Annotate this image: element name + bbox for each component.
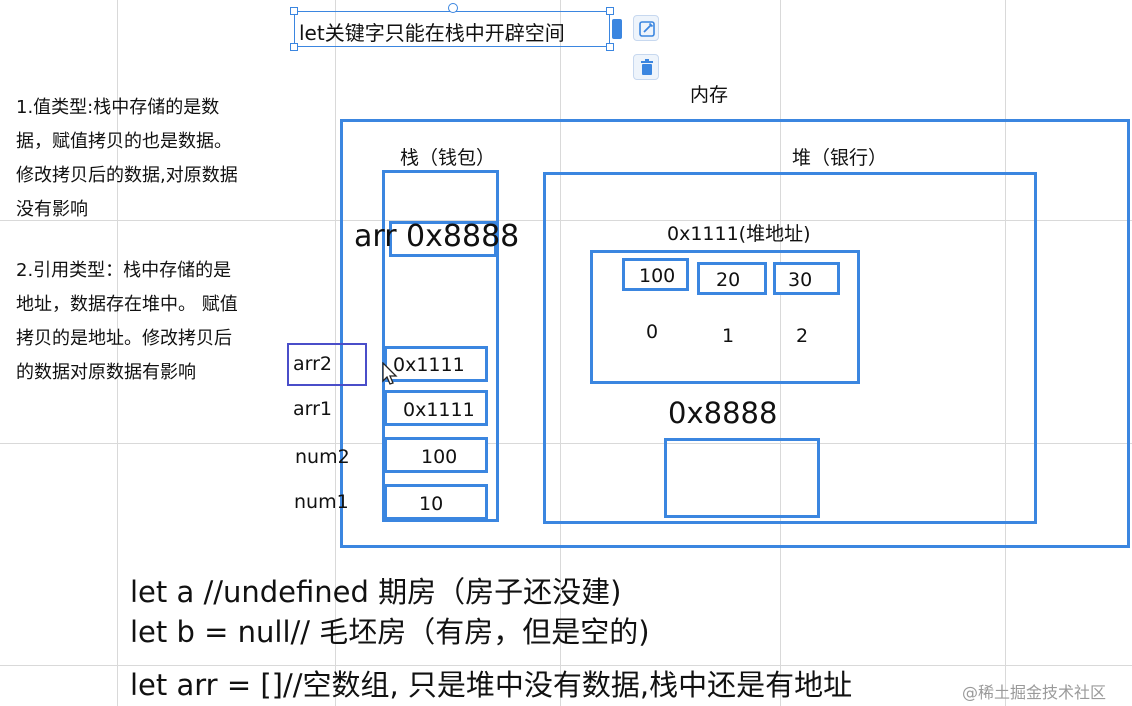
heap-array-cell: 30 bbox=[773, 262, 840, 295]
heap-array-cell: 100 bbox=[622, 258, 689, 291]
title-text: let关键字只能在栈中开辟空间 bbox=[299, 21, 565, 45]
code-line: let a //undefined 期房（房子还没建) bbox=[130, 575, 622, 609]
resize-handle-tr[interactable] bbox=[606, 7, 614, 15]
memory-label: 内存 bbox=[690, 84, 729, 106]
stack-row-cell: 0x1111 bbox=[384, 346, 488, 382]
resize-handle-tl[interactable] bbox=[290, 7, 298, 15]
rotate-handle[interactable] bbox=[448, 3, 458, 13]
watermark: @稀土掘金技术社区 bbox=[962, 683, 1107, 702]
code-line: let b = null// 毛坯房（有房，但是空的) bbox=[130, 615, 650, 649]
stack-column bbox=[382, 170, 499, 522]
heap-empty-object-box bbox=[664, 438, 820, 518]
stack-arr-cell bbox=[389, 221, 497, 257]
value-type-note: 1.值类型:栈中存储的是数 据，赋值拷贝的也是数据。 修改拷贝后的数据,对原数据… bbox=[16, 97, 238, 220]
resize-handle-bl[interactable] bbox=[290, 43, 298, 51]
trash-icon[interactable] bbox=[633, 54, 659, 80]
heap-array-index: 1 bbox=[722, 325, 735, 347]
edit-icon[interactable] bbox=[633, 15, 659, 41]
code-line: let arr = []//空数组, 只是堆中没有数据,栈中还是有地址 bbox=[130, 668, 853, 702]
heap-label: 堆（银行） bbox=[792, 147, 888, 169]
heap-second-address: 0x8888 bbox=[668, 396, 778, 430]
arr2-selection-box bbox=[287, 343, 367, 386]
heap-array-address: 0x1111(堆地址) bbox=[667, 223, 811, 245]
title-text-box[interactable]: let关键字只能在栈中开辟空间 bbox=[294, 11, 610, 47]
stack-row-cell: 10 bbox=[384, 484, 488, 520]
resize-handle-br[interactable] bbox=[606, 43, 614, 51]
stack-row-name: arr1 bbox=[293, 398, 333, 420]
heap-array-index: 2 bbox=[796, 325, 809, 347]
stack-arr-note: arr 0x8888 bbox=[354, 219, 520, 254]
mouse-cursor-icon bbox=[382, 362, 398, 385]
stack-row-name: num2 bbox=[295, 446, 350, 468]
heap-array-index: 0 bbox=[646, 321, 659, 343]
stack-label: 栈（钱包） bbox=[400, 147, 496, 169]
width-handle[interactable] bbox=[612, 19, 622, 39]
stack-row-name: arr2 bbox=[293, 353, 333, 375]
heap-array-cell: 20 bbox=[697, 262, 767, 295]
stack-row-cell: 100 bbox=[384, 437, 488, 473]
stack-row-name: num1 bbox=[294, 491, 349, 513]
reference-type-note: 2.引用类型：栈中存储的是 地址，数据存在堆中。 赋值 拷贝的是地址。修改拷贝后… bbox=[16, 260, 238, 383]
memory-box bbox=[340, 119, 1130, 548]
stack-row-cell: 0x1111 bbox=[384, 390, 488, 426]
heap-array-box bbox=[590, 250, 860, 384]
heap-box bbox=[543, 172, 1037, 524]
